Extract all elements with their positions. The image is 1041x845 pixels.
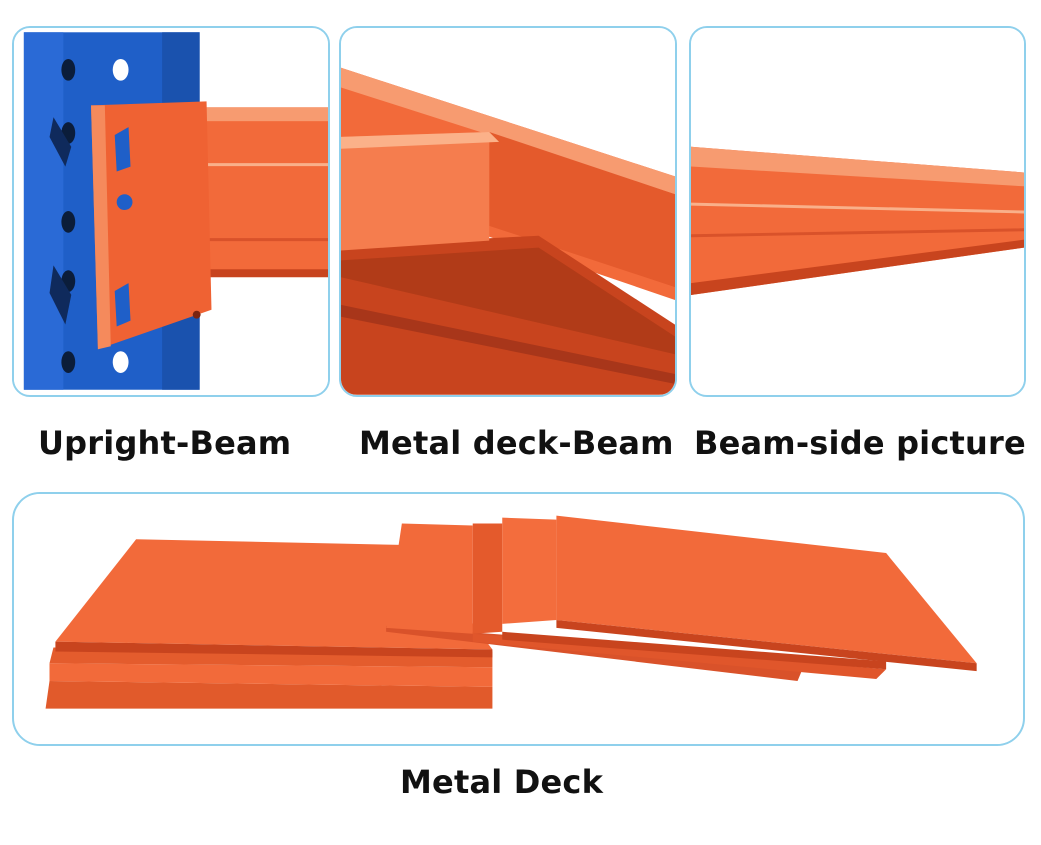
upright-beam-illustration bbox=[14, 28, 328, 395]
photo-upright-beam bbox=[12, 26, 330, 397]
photo-beam-side bbox=[689, 26, 1026, 397]
caption-beam-side: Beam-side picture bbox=[694, 424, 1026, 462]
metal-deck-illustration bbox=[19, 494, 1018, 744]
caption-metal-deck-beam: Metal deck-Beam bbox=[359, 424, 674, 462]
metal-deck-sheet bbox=[55, 539, 493, 650]
metal-deck-sheet-top bbox=[556, 515, 977, 664]
caption-metal-deck: Metal Deck bbox=[400, 763, 604, 801]
caption-upright-beam: Upright-Beam bbox=[38, 424, 292, 462]
photo-metal-deck-beam bbox=[339, 26, 677, 397]
beam-side-illustration bbox=[691, 28, 1024, 395]
photo-metal-deck bbox=[12, 492, 1025, 746]
metal-deck-beam-illustration bbox=[341, 28, 675, 395]
